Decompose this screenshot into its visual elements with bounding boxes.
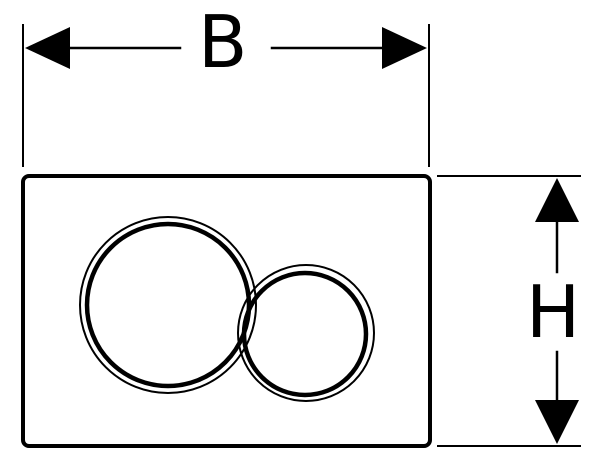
large-button-outer-ring xyxy=(79,216,257,394)
height-dimension-label: H xyxy=(526,270,581,354)
small-button xyxy=(241,270,369,398)
flush-plate-outline xyxy=(21,174,432,448)
width-dimension-label: B xyxy=(198,0,248,84)
height-arrowhead-top xyxy=(535,178,579,222)
height-arrowhead-bottom xyxy=(535,400,579,444)
small-button-outer-ring xyxy=(237,264,375,402)
width-arrowhead-right xyxy=(382,27,427,69)
large-button xyxy=(84,221,252,389)
width-arrowhead-left xyxy=(25,27,70,69)
